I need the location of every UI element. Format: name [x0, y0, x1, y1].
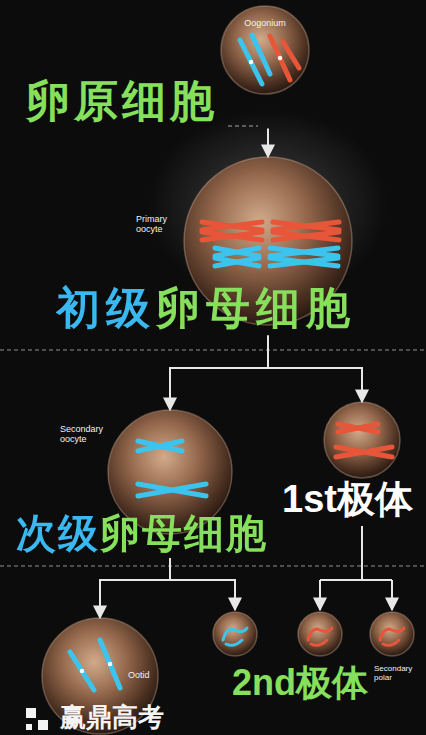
cell-heading: 次级卵母细胞 [16, 510, 268, 556]
division-arrow [268, 336, 362, 402]
cell [324, 402, 400, 478]
watermark: 赢鼎高考 [60, 703, 164, 733]
division-arrow [100, 558, 170, 618]
chromosome [202, 232, 262, 240]
cell-heading: Ootid [128, 670, 150, 680]
cell-name: Oogonium [244, 18, 286, 28]
cell-node: 1st极体 [280, 402, 415, 524]
chromosome [215, 258, 259, 266]
division-arrow [170, 336, 268, 410]
cell-name: Primary oocyte [136, 214, 180, 235]
stage-label: 2nd极体 [232, 662, 368, 703]
chromosome [270, 248, 338, 256]
cell-node: Oogonium 卵原细胞 [24, 6, 309, 129]
chromosome [270, 258, 338, 266]
divider-dash [0, 349, 426, 351]
chromosome [338, 424, 378, 432]
cell-membrane [324, 402, 400, 478]
polar-body [370, 612, 414, 656]
cell-heading: 卵原细胞 [26, 76, 218, 127]
chromosome [273, 232, 339, 240]
chromosome [202, 222, 262, 230]
polar-body [213, 612, 257, 656]
cell-membrane [221, 6, 309, 94]
polar-body [298, 612, 342, 656]
chromosome [138, 441, 182, 451]
cell-node: Primary oocyte 初级卵母细胞 [54, 157, 358, 336]
cell-node: Secondary oocyte 次级卵母细胞 [14, 410, 270, 558]
chromosome [273, 222, 339, 230]
chromosome [215, 248, 259, 256]
ootid-chromatids [70, 640, 120, 690]
cell-heading: 初级卵母细胞 [56, 283, 356, 334]
cell-name: Secondary oocyte [60, 424, 110, 445]
chromatid-squiggle [308, 628, 332, 645]
divider-dash [228, 125, 258, 127]
cell [221, 6, 309, 94]
chromosome [138, 484, 206, 496]
chromatid-squiggle [223, 628, 247, 645]
chromosome [336, 447, 392, 457]
oogonium-chromatids [240, 35, 299, 84]
figure-caption: Secondary polar [374, 664, 414, 682]
chromatid-squiggle [380, 628, 404, 645]
watermark-logo [26, 708, 48, 730]
cell-heading: 1st极体 [282, 478, 413, 522]
division-arrow [267, 129, 269, 157]
